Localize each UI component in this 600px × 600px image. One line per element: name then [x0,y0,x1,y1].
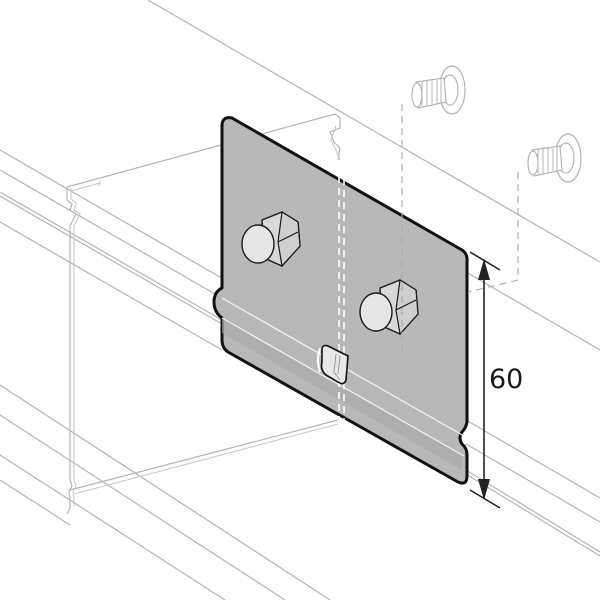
flange-screw-top [411,65,466,115]
connector-plate [212,116,469,485]
dimension-value: 60 [489,364,524,395]
flange-screw-bottom [527,133,582,183]
assembly-leader-lines [401,104,519,350]
acorn-nut-left [241,210,301,268]
height-dimension [469,251,501,509]
